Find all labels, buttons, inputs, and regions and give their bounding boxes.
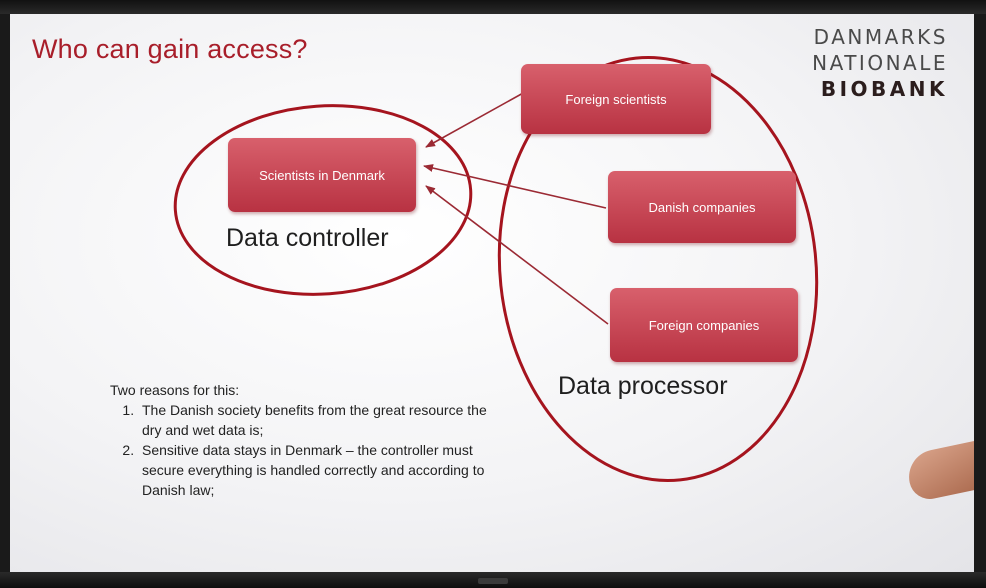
logo: DANMARKS NATIONALE BIOBANK [812, 24, 948, 102]
foreign-companies-label: Foreign companies [648, 317, 760, 333]
arrow-danish-companies [423, 164, 607, 209]
danish-companies-label: Danish companies [648, 199, 756, 215]
screen-bezel-mark [478, 578, 508, 584]
slide: Who can gain access? DANMARKS NATIONALE … [10, 14, 974, 572]
foreign-companies-box: Foreign companies [610, 288, 798, 362]
diagram-lines [173, 56, 819, 482]
logo-line-3: BIOBANK [820, 77, 948, 101]
data-processor-label: Data processor [558, 372, 728, 400]
danish-companies-box: Danish companies [608, 171, 796, 243]
data-processor-ellipse [497, 56, 819, 482]
logo-line-2: NATIONALE [812, 51, 948, 75]
reason-item-2: Sensitive data stays in Denmark – the co… [138, 440, 510, 500]
top-frame [0, 0, 986, 14]
reasons-block: Two reasons for this: The Danish society… [110, 380, 510, 500]
scientists-denmark-box: Scientists in Denmark [228, 138, 416, 212]
foreign-scientists-box: Foreign scientists [521, 64, 711, 134]
logo-line-1: DANMARKS [813, 25, 948, 49]
reasons-list: The Danish society benefits from the gre… [110, 400, 510, 500]
slide-title: Who can gain access? [32, 34, 308, 64]
reasons-intro: Two reasons for this: [110, 382, 240, 398]
reason-item-1: The Danish society benefits from the gre… [138, 400, 510, 440]
data-controller-ellipse [173, 104, 473, 296]
arrow-foreign-scientists [425, 91, 526, 148]
arrow-foreign-companies [425, 185, 609, 325]
scientists-denmark-label: Scientists in Denmark [259, 167, 385, 183]
data-controller-label: Data controller [226, 224, 389, 252]
foreign-scientists-label: Foreign scientists [565, 91, 667, 107]
